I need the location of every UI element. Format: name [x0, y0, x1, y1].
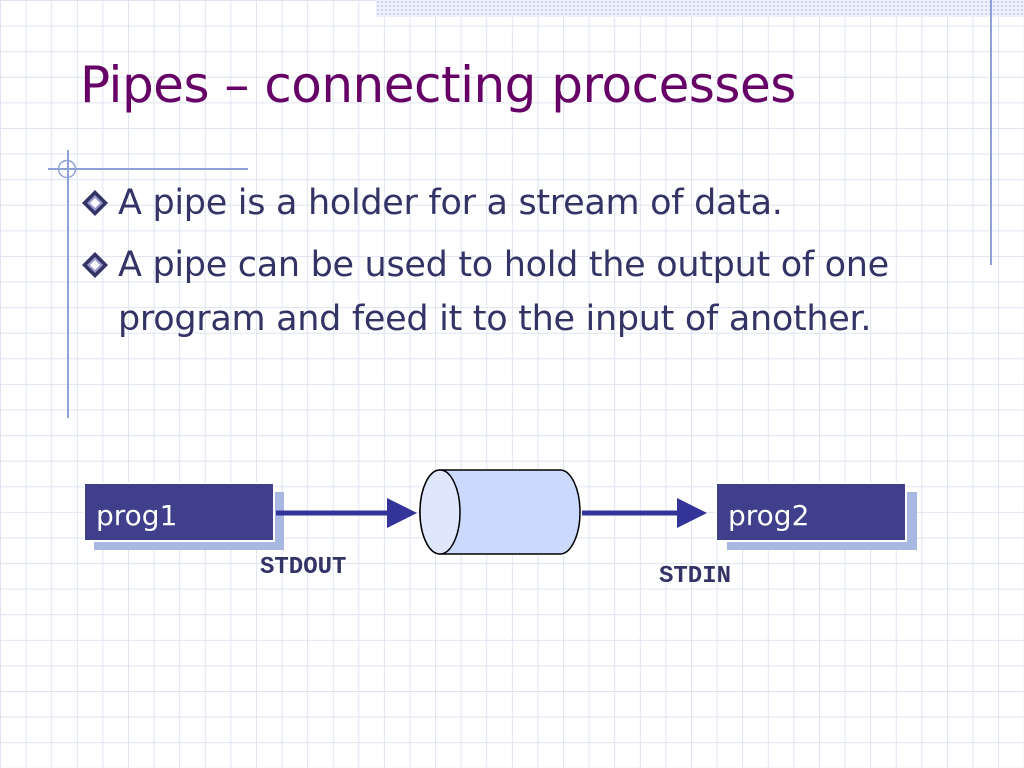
diamond-bullet-icon	[82, 190, 108, 216]
top-decorative-band	[376, 0, 1024, 17]
stdout-label: STDOUT	[260, 554, 346, 581]
crosshair-circle-icon	[57, 159, 77, 179]
crosshair-horizontal-line	[48, 168, 248, 170]
prog1-box-body	[83, 482, 275, 542]
cylinder-pipe-icon	[419, 469, 581, 555]
right-decorative-line	[990, 0, 992, 265]
prog2-box: prog2	[715, 482, 917, 550]
slide-title: Pipes – connecting processes	[80, 56, 796, 114]
diamond-bullet-icon	[82, 252, 108, 278]
bullet-list: A pipe is a holder for a stream of data.…	[80, 176, 920, 354]
prog2-box-body	[715, 482, 907, 542]
bullet-item: A pipe can be used to hold the output of…	[80, 238, 920, 346]
left-decorative-line	[67, 150, 69, 418]
bullet-item: A pipe is a holder for a stream of data.	[80, 176, 920, 230]
stdin-label: STDIN	[659, 563, 731, 590]
bullet-text: A pipe is a holder for a stream of data.	[118, 183, 783, 223]
prog2-label: prog2	[728, 499, 809, 532]
prog1-box: prog1	[83, 482, 284, 550]
prog1-label: prog1	[96, 499, 177, 532]
bullet-text: A pipe can be used to hold the output of…	[118, 245, 889, 339]
